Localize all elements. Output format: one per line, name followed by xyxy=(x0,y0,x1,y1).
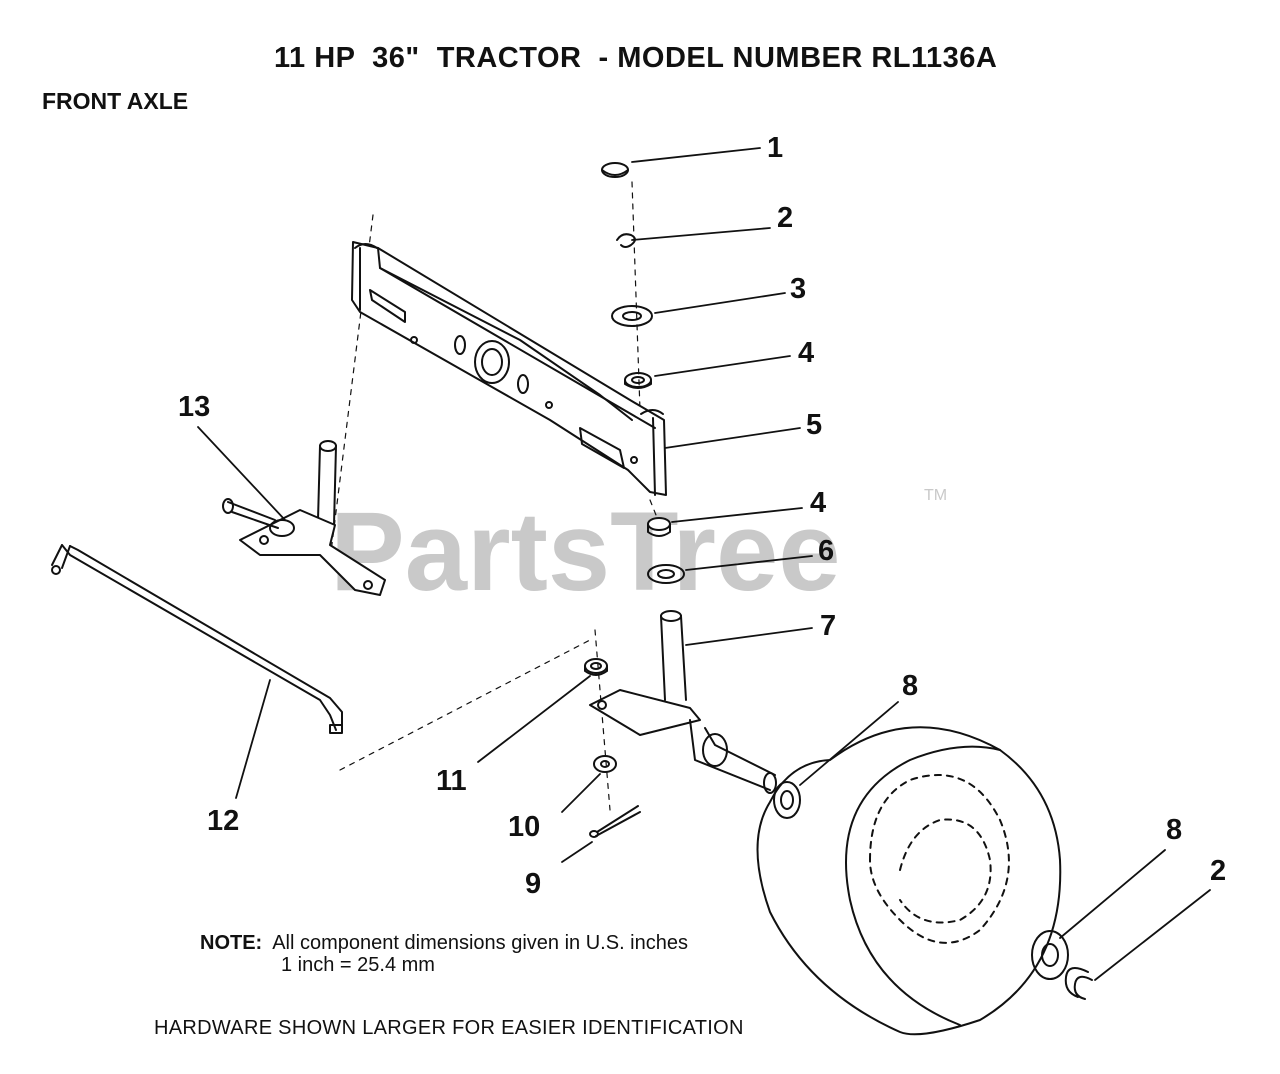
diagram-title: 11 HP 36" TRACTOR - MODEL NUMBER RL1136A xyxy=(274,42,998,74)
callout-1: 1 xyxy=(767,132,783,164)
callout-7: 7 xyxy=(820,610,836,642)
watermark: PartsTree xyxy=(330,489,841,614)
leader-7 xyxy=(685,627,813,646)
callout-4-lower: 4 xyxy=(810,487,826,519)
leader-6 xyxy=(685,555,813,571)
part-3-washer xyxy=(611,305,653,327)
part-11-bushing xyxy=(584,658,608,676)
part-6-washer xyxy=(647,564,685,584)
part-12-tie-rod xyxy=(51,544,343,734)
watermark-tm: TM xyxy=(924,487,947,504)
part-8-washer-spindle xyxy=(773,781,801,819)
note-label: NOTE: xyxy=(200,932,263,954)
callout-11: 11 xyxy=(436,765,467,797)
leader-1 xyxy=(631,147,761,163)
callout-5: 5 xyxy=(806,409,822,441)
leader-5 xyxy=(664,427,801,449)
centerline-spindle-hardware xyxy=(594,629,611,811)
part-4-bushing-top xyxy=(624,372,652,389)
callout-10: 10 xyxy=(508,811,540,843)
callout-2: 2 xyxy=(777,202,793,234)
leader-11 xyxy=(477,675,591,763)
leader-10 xyxy=(561,773,601,813)
part-8-washer-outer xyxy=(1031,930,1069,980)
leader-4a xyxy=(654,355,791,377)
front-wheel xyxy=(756,726,1062,1036)
part-13-spindle-left xyxy=(222,440,386,596)
callout-8: 8 xyxy=(902,670,918,702)
part-9-cotter-pin xyxy=(589,805,641,838)
centerline-tie-rod xyxy=(339,639,591,771)
callout-3: 3 xyxy=(790,273,806,305)
hardware-note: HARDWARE SHOWN LARGER FOR EASIER IDENTIF… xyxy=(154,1017,744,1039)
part-7-spindle xyxy=(589,610,777,794)
part-10-washer xyxy=(593,755,617,773)
leader-13 xyxy=(197,426,286,521)
callout-8-outer: 8 xyxy=(1166,814,1182,846)
leader-2a xyxy=(631,227,771,241)
part-5-front-axle xyxy=(351,241,667,496)
part-4-bushing-bottom xyxy=(647,517,671,537)
callout-13: 13 xyxy=(178,391,210,423)
leader-12 xyxy=(235,679,271,799)
leader-lines xyxy=(197,147,1211,981)
section-title: FRONT AXLE xyxy=(42,88,189,114)
centerline-kingpin-right xyxy=(631,181,641,411)
leader-4b xyxy=(671,507,803,523)
callout-2-outer: 2 xyxy=(1210,855,1226,887)
note-line-2: 1 inch = 25.4 mm xyxy=(281,954,435,976)
leader-8b xyxy=(1059,849,1166,939)
dimensions-note: NOTE: All component dimensions given in U… xyxy=(200,932,688,976)
leader-9 xyxy=(561,841,593,863)
callout-6: 6 xyxy=(818,535,834,567)
callout-12: 12 xyxy=(207,805,239,837)
leader-2b xyxy=(1094,889,1211,981)
note-line-1: All component dimensions given in U.S. i… xyxy=(272,932,688,954)
part-2-retaining-ring-outer xyxy=(1064,967,1093,1000)
callout-9: 9 xyxy=(525,868,541,900)
callout-4: 4 xyxy=(798,337,814,369)
leader-8a xyxy=(799,701,899,786)
leader-3 xyxy=(654,292,786,314)
part-1-cap xyxy=(601,162,629,178)
